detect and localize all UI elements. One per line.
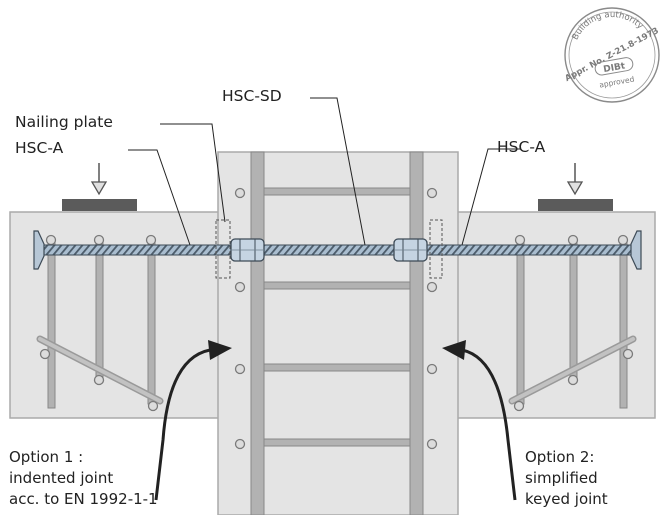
leader-hsc-a-left [128, 149, 191, 246]
label-nailing-plate: Nailing plate [15, 113, 113, 131]
option-2-line3: keyed joint [525, 490, 608, 508]
option-2-arrow [442, 340, 517, 501]
seal-center-text: DIBt [603, 61, 627, 75]
option-1-arrow [154, 340, 232, 501]
right-anchor-head [630, 230, 642, 270]
label-hsc-a-left: HSC-A [15, 139, 64, 157]
left-slab [9, 211, 241, 419]
threaded-bar [33, 230, 642, 270]
leader-hsc-sd [310, 97, 366, 246]
option-1-text: Option 1 : indented joint acc. to EN 199… [9, 447, 158, 510]
option-1-line2: indented joint [9, 469, 114, 487]
option-1-line1: Option 1 : [9, 448, 84, 466]
column-rebar-dots [234, 187, 438, 450]
label-hsc-sd: HSC-SD [222, 87, 282, 105]
left-slab-rebar-dots [39, 234, 159, 412]
approval-seal: Building authority Appr. No. Z-21.8-1973… [563, 4, 661, 103]
left-anchor-head [33, 230, 45, 270]
leader-nailing-plate [160, 123, 226, 223]
right-coupler [393, 238, 428, 262]
label-hsc-a-right: HSC-A [497, 138, 546, 156]
right-bearing-plate [538, 163, 613, 211]
option-1-line3: acc. to EN 1992-1-1 [9, 490, 158, 508]
option-2-line2: simplified [525, 469, 598, 487]
option-2-text: Option 2: simplified keyed joint [525, 447, 608, 510]
nailing-plate [215, 219, 443, 279]
option-2-line1: Option 2: [525, 448, 595, 466]
left-bearing-plate [62, 163, 137, 211]
left-coupler [230, 238, 265, 262]
leader-hsc-a-right [461, 148, 520, 246]
leader-lines [128, 97, 520, 246]
